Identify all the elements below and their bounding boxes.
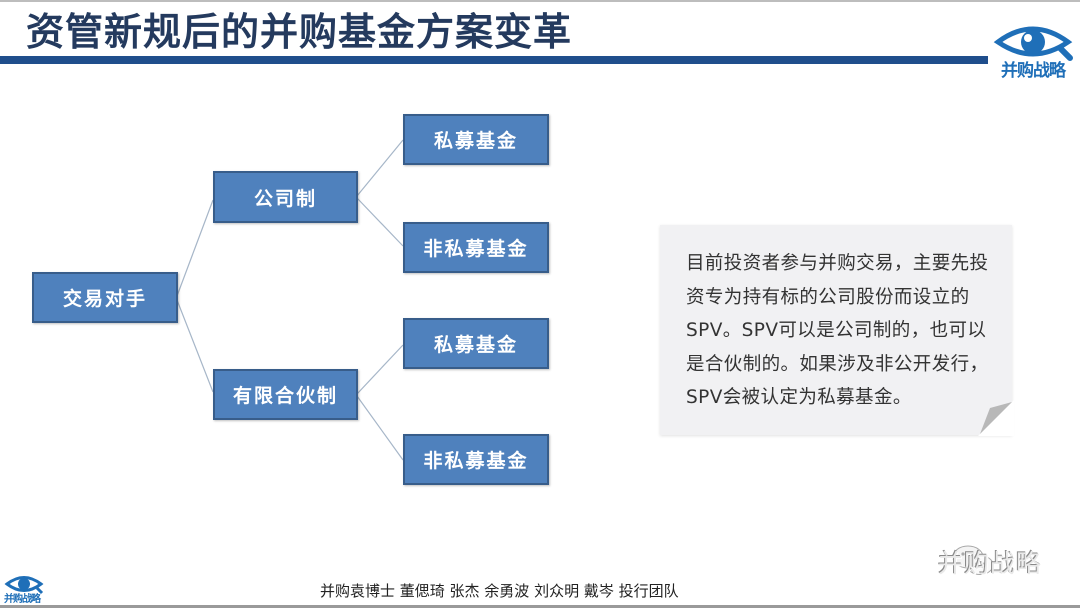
- title-underline-bar: [0, 56, 988, 64]
- node-company-private-fund[interactable]: 私募基金: [403, 114, 549, 165]
- node-partnership-non-private-fund[interactable]: 非私募基金: [403, 434, 549, 485]
- note-text: 目前投资者参与并购交易，主要先投资专为持有标的公司股份而设立的SPV。SPV可以…: [686, 253, 989, 408]
- logo-text: 并购战略: [1001, 61, 1066, 81]
- node-label: 私募基金: [433, 130, 518, 152]
- node-branch-company[interactable]: 公司制: [213, 171, 358, 223]
- wechat-account-label: 并购战略: [938, 549, 1043, 578]
- bottom-border: [0, 605, 1080, 608]
- note-callout: 目前投资者参与并购交易，主要先投资专为持有标的公司股份而设立的SPV。SPV可以…: [660, 225, 1012, 435]
- top-border: [0, 0, 1080, 2]
- node-label: 非私募基金: [423, 238, 529, 260]
- node-label: 公司制: [253, 187, 317, 210]
- node-root[interactable]: 交易对手: [32, 272, 178, 323]
- wechat-icon: [952, 545, 994, 575]
- node-company-non-private-fund[interactable]: 非私募基金: [403, 222, 549, 273]
- node-partnership-private-fund[interactable]: 私募基金: [403, 318, 549, 369]
- eye-magnifier-logo-icon: [993, 26, 1073, 61]
- node-label: 有限合伙制: [232, 385, 338, 407]
- node-branch-partnership[interactable]: 有限合伙制: [213, 369, 358, 420]
- footer-credits: 并购袁博士 董偲琦 张杰 余勇波 刘众明 戴岑 投行团队: [320, 582, 679, 600]
- node-label: 交易对手: [62, 288, 147, 310]
- footer-eye-logo-icon: [4, 576, 44, 595]
- node-label: 非私募基金: [423, 450, 529, 472]
- page-curl-icon: [978, 400, 1014, 436]
- footer-logo-text: 并购战略: [4, 594, 41, 605]
- page-title: 资管新规后的并购基金方案变革: [26, 10, 573, 54]
- node-label: 私募基金: [433, 334, 518, 356]
